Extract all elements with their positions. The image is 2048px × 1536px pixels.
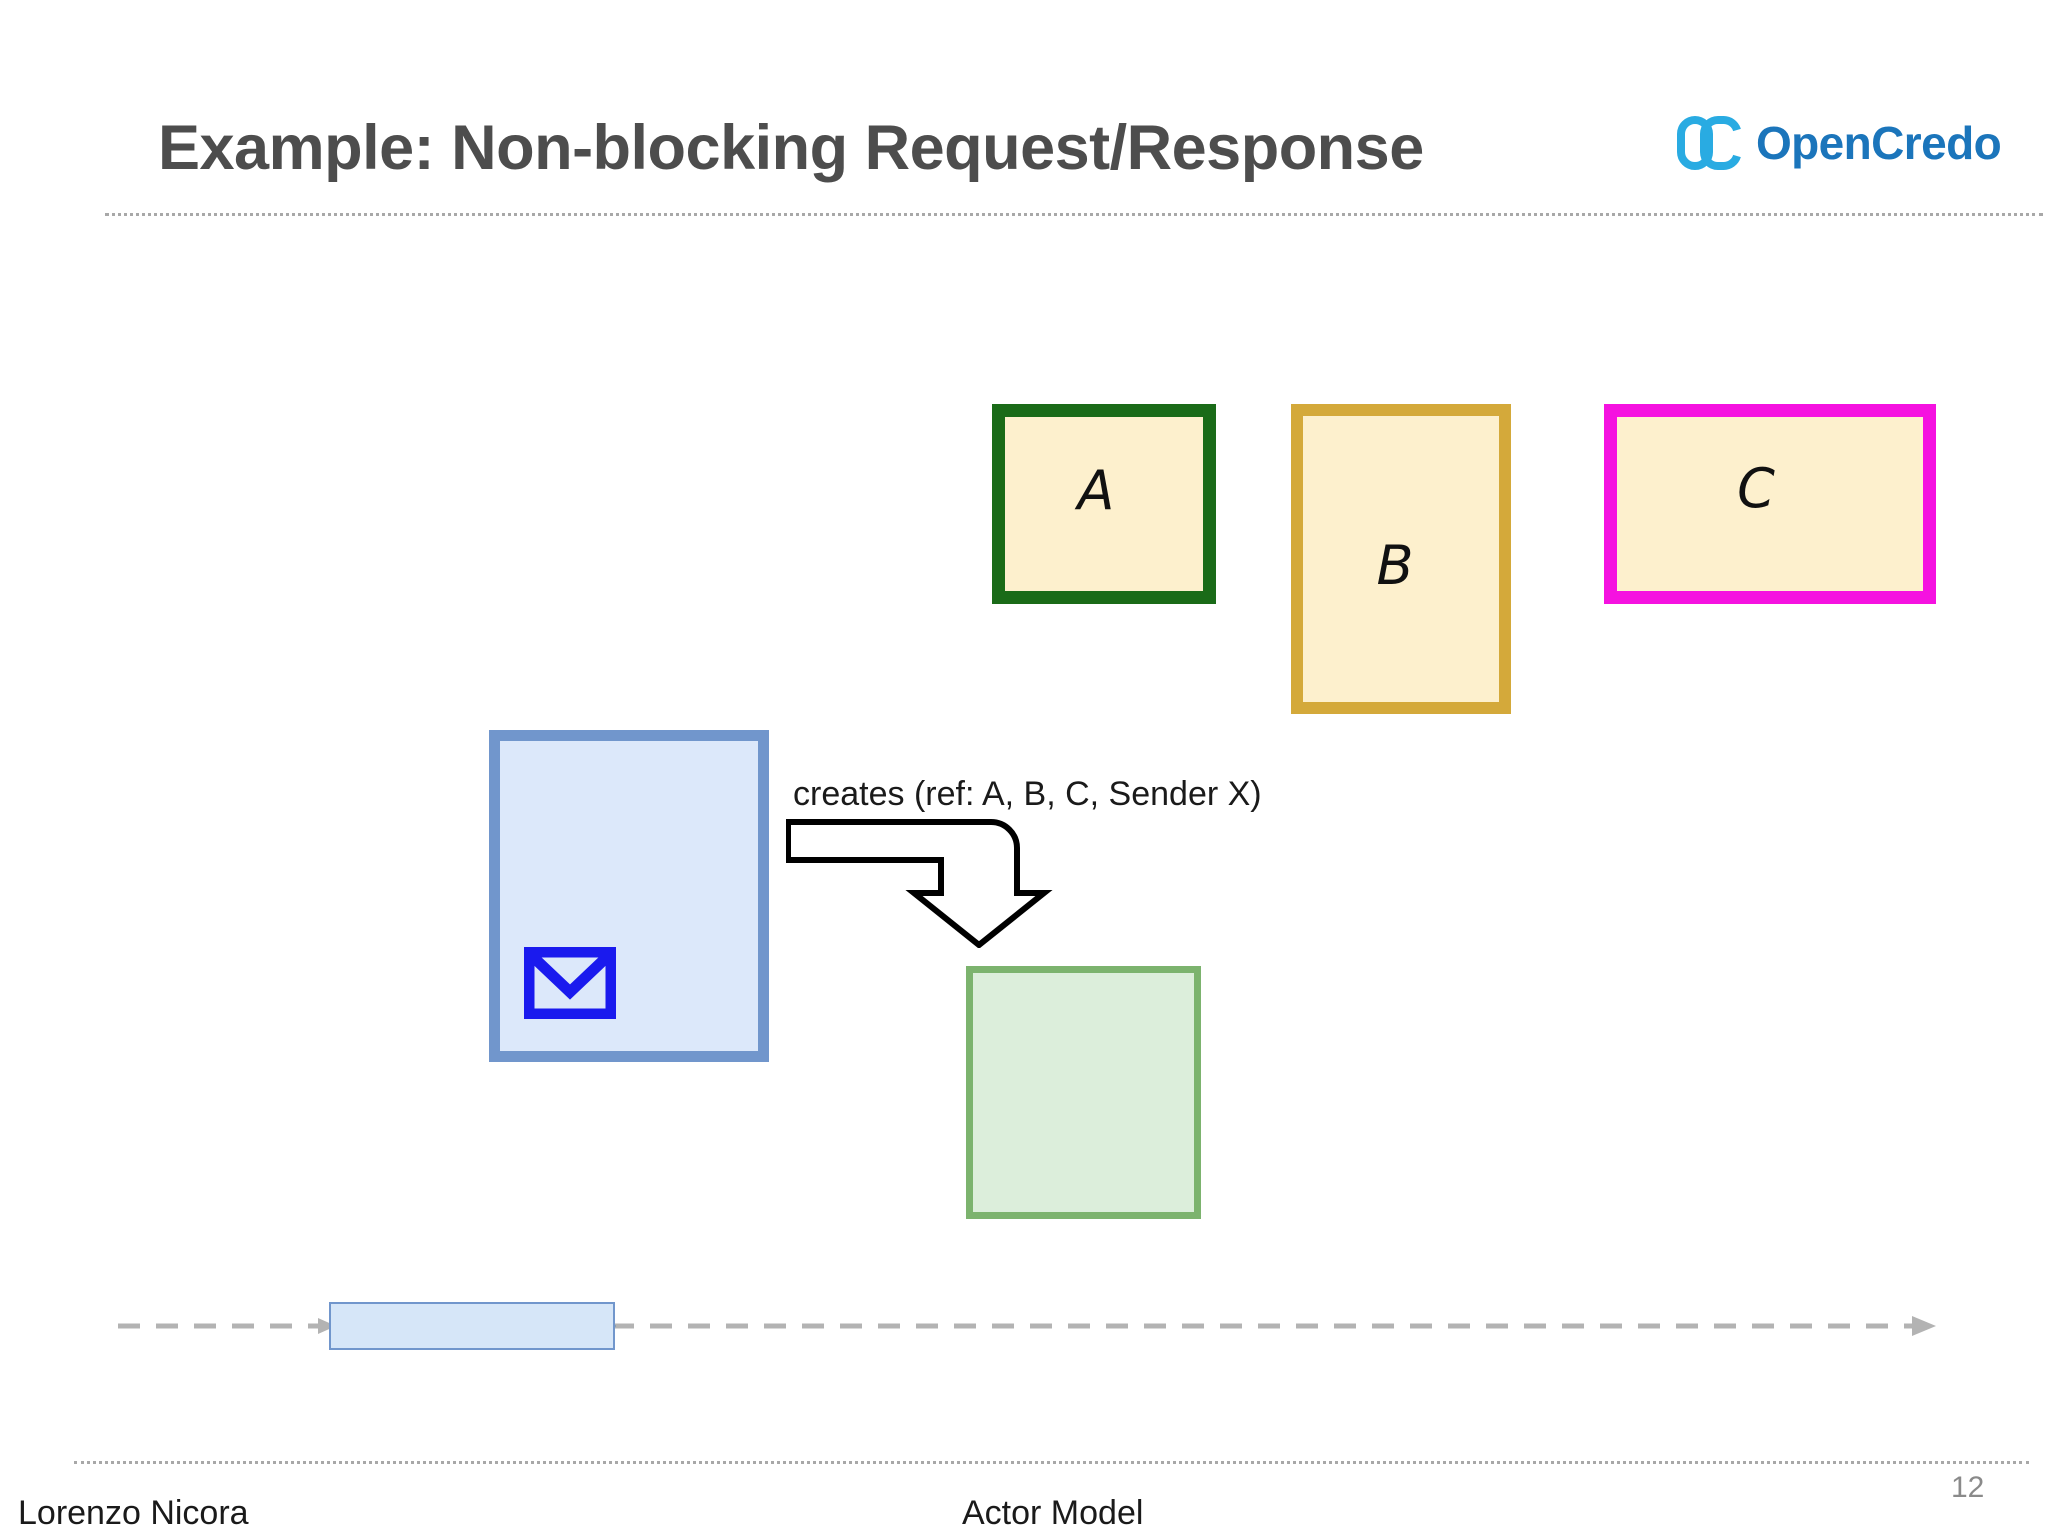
header-divider [105, 213, 2043, 216]
creates-arrow-label: creates (ref: A, B, C, Sender X) [793, 775, 1262, 813]
footer-divider [74, 1461, 2029, 1464]
opencredo-wordmark: OpenCredo [1756, 117, 2002, 169]
actor-box-c: C [1604, 404, 1936, 604]
actor-box-a: A [992, 404, 1216, 604]
actor-label-a: A [1077, 458, 1115, 522]
page-number: 12 [1951, 1471, 1985, 1504]
envelope-icon [524, 947, 616, 1019]
actor-box-b: B [1291, 404, 1511, 714]
page-title: Example: Non-blocking Request/Response [158, 113, 1424, 183]
opencredo-oc-monogram-icon [1677, 116, 1741, 170]
timeline-left-arrowhead-icon [318, 1318, 336, 1334]
mailbox-actor-box [489, 730, 769, 1062]
timeline-highlight-region [329, 1302, 615, 1350]
footer-deck-title: Actor Model [962, 1494, 1144, 1532]
actor-label-b: B [1376, 533, 1414, 597]
actor-label-c: C [1737, 456, 1775, 520]
created-actor-box [966, 966, 1201, 1219]
creates-block-arrow-icon [786, 819, 1053, 948]
opencredo-logo: OpenCredo [1676, 115, 2002, 171]
timeline-right-arrowhead-icon [1912, 1316, 1936, 1336]
footer-author: Lorenzo Nicora [18, 1494, 249, 1532]
timeline-axis [118, 1310, 1936, 1342]
